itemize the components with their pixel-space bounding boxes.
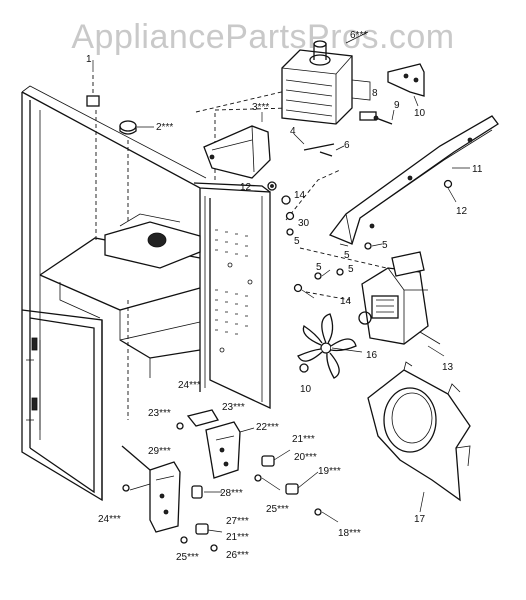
part-11-channel <box>328 115 499 247</box>
cabinet-back-panel <box>21 85 271 502</box>
label-8: 8 <box>372 88 378 99</box>
vent-slots <box>215 229 253 353</box>
label-9: 9 <box>394 100 400 111</box>
label-26: 26*** <box>226 550 249 561</box>
label-6-top: 6*** <box>350 30 367 41</box>
part-9-screw <box>373 109 395 125</box>
label-1: 1 <box>86 54 92 65</box>
switch-parts <box>122 422 339 552</box>
label-23b: 23*** <box>148 408 171 419</box>
label-30: 30 <box>298 218 310 229</box>
label-5e: 5 <box>348 264 354 275</box>
label-5a: 5 <box>294 236 300 247</box>
part-12-screws <box>267 179 457 203</box>
label-12a: 12 <box>240 182 252 193</box>
part-16-fan-blade <box>297 313 363 379</box>
label-19: 19*** <box>318 466 341 477</box>
label-21b: 21*** <box>226 532 249 543</box>
label-23a: 23*** <box>222 402 245 413</box>
small-hardware <box>281 195 383 373</box>
magnetron-mount-bracket <box>104 213 201 269</box>
label-6: 6 <box>344 140 350 151</box>
part-2-grommet <box>119 120 154 135</box>
label-5b: 5 <box>382 240 388 251</box>
part-17-fan-shroud <box>367 361 471 513</box>
label-10b: 10 <box>300 384 312 395</box>
part-4-pin <box>293 133 335 151</box>
label-14a: 14 <box>294 190 306 201</box>
part-10-bracket <box>387 63 425 107</box>
part-8-magnetron <box>281 31 377 125</box>
label-29: 29*** <box>148 446 171 457</box>
part-3-air-guide <box>203 112 271 179</box>
label-2: 2*** <box>156 122 173 133</box>
label-4: 4 <box>290 126 296 137</box>
lower-bracket-assembly <box>121 409 241 533</box>
label-28: 28*** <box>220 488 243 499</box>
label-13: 13 <box>442 362 454 373</box>
label-5d: 5 <box>316 262 322 273</box>
label-24a: 24*** <box>178 380 201 391</box>
label-25a: 25*** <box>266 504 289 515</box>
callout-labels: 1 2*** 3*** 4 6 6*** 8 9 10 11 12 12 14 … <box>86 30 483 563</box>
watermark: AppliancePartsPros.com <box>71 18 455 56</box>
label-27: 27*** <box>226 516 249 527</box>
label-5c: 5 <box>344 250 350 261</box>
part-1-block <box>86 60 100 107</box>
label-3: 3*** <box>252 102 269 113</box>
label-10: 10 <box>414 108 426 119</box>
part-13-fan-motor <box>358 251 445 357</box>
label-16: 16 <box>366 350 378 361</box>
label-24b: 24*** <box>98 514 121 525</box>
label-18: 18*** <box>338 528 361 539</box>
label-25b: 25*** <box>176 552 199 563</box>
label-11: 11 <box>472 164 483 175</box>
label-21a: 21*** <box>292 434 315 445</box>
label-12b: 12 <box>456 206 468 217</box>
control-panel-frame <box>21 309 103 500</box>
part-6-screw <box>319 145 345 157</box>
label-14b: 14 <box>340 296 352 307</box>
label-17: 17 <box>414 514 426 525</box>
label-20: 20*** <box>294 452 317 463</box>
label-22: 22*** <box>256 422 279 433</box>
